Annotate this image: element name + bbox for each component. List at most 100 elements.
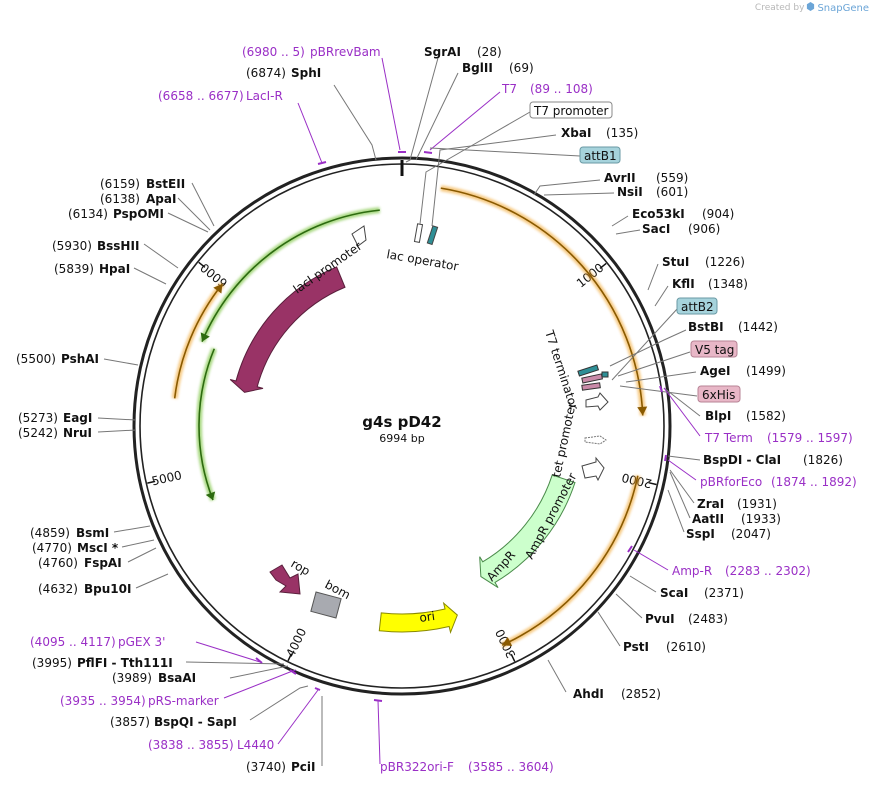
enzyme-pos-saci: (906) (688, 222, 720, 236)
enzyme-pos-bsshii: (5930) (52, 239, 92, 253)
enzyme-pos-blpi: (1582) (746, 409, 786, 423)
tick-mark (287, 653, 293, 662)
enzyme-name-bsaai: BsaAI (158, 671, 196, 685)
enzyme-name-nsii: NsiI (617, 185, 643, 199)
orf-arc (198, 348, 216, 501)
enzyme-pos-pshai: (5500) (16, 352, 56, 366)
plasmid-name: g4s pD42 (362, 413, 441, 431)
laci-arrow (229, 266, 346, 393)
enzyme-name-msci: MscI * (77, 541, 119, 555)
tick-label: 4000 (283, 626, 309, 660)
enzyme-name-pspomi: PspOMI (113, 207, 164, 221)
enzyme-pos-pflfi-tth111i: (3995) (32, 656, 72, 670)
primer-range-l4440: (3838 .. 3855) (148, 738, 234, 752)
enzyme-pos-zrai: (1931) (737, 497, 777, 511)
enzyme-name-bpu10i: Bpu10I (84, 582, 131, 596)
boxed-feature-label-v5-tag: V5 tag (695, 343, 734, 357)
enzyme-name-hpai: HpaI (99, 262, 130, 276)
enzyme-pos-bspqi-sapi: (3857) (110, 715, 150, 729)
enzyme-name-psti: PstI (623, 640, 649, 654)
enzyme-pos-msci: (4770) (32, 541, 72, 555)
primer-name-pbrforeco: pBRforEco (700, 475, 762, 489)
boxed-feature-label-6xhis: 6xHis (702, 388, 735, 402)
enzyme-name-bsshii: BssHII (97, 239, 139, 253)
primer-marks (255, 151, 667, 702)
enzyme-name-sspi: SspI (686, 527, 715, 541)
enzyme-name-bsmi: BsmI (76, 526, 109, 540)
primer-name-pbrrevbam: pBRrevBam (310, 45, 381, 59)
feature-arrows (229, 266, 576, 635)
feature-label-laci: lacI (259, 271, 283, 296)
enzyme-name-sgrai: SgrAI (424, 45, 461, 59)
tick-mark (510, 653, 516, 662)
feature-label-ori: ori (418, 609, 435, 625)
enzyme-pos-bstbi: (1442) (738, 320, 778, 334)
enzyme-pos-sgrai: (28) (477, 45, 502, 59)
enzyme-pos-nsii: (601) (656, 185, 688, 199)
boxed-feature-v5-tag (690, 340, 738, 358)
enzyme-name-stui: StuI (662, 255, 689, 269)
snapgene-logo-icon (806, 2, 815, 14)
bom-block (310, 591, 342, 619)
enzyme-pos-bpu10i: (4632) (38, 582, 78, 596)
tick-mark (198, 261, 206, 268)
enzyme-pos-bspdi-clai: (1826) (803, 453, 843, 467)
enzyme-name-bstbi: BstBI (688, 320, 724, 334)
enzyme-name-blpi: BlpI (705, 409, 731, 423)
enzyme-name-bglii: BglII (462, 61, 493, 75)
enzyme-pos-xbai: (135) (606, 126, 638, 140)
snapgene-credit: Created by SnapGene (755, 2, 869, 14)
enzyme-name-zrai: ZraI (697, 497, 724, 511)
enzyme-name-pcii: PciI (291, 760, 316, 774)
orf-arrowhead (637, 406, 648, 416)
enzyme-pos-agei: (1499) (746, 364, 786, 378)
orf-glow (171, 282, 225, 399)
enzyme-name-pshai: PshAI (61, 352, 99, 366)
orf-arc (173, 283, 223, 399)
credit-prefix: Created by (754, 3, 805, 13)
primer-name-prs-marker: pRS-marker (148, 694, 219, 708)
orf-arrowhead (205, 491, 216, 501)
orf-arc (501, 475, 639, 646)
enzyme-name-xbai: XbaI (561, 126, 591, 140)
primer-range-laci-r: (6658 .. 6677) (158, 89, 244, 103)
primer-name-amp-r: Amp-R (672, 564, 712, 578)
enzyme-name-eco53ki: Eco53kI (632, 207, 685, 221)
tick-label: 5000 (150, 468, 183, 488)
orf-glow (440, 185, 646, 416)
boxed-feature-attb1 (579, 146, 621, 164)
primer-range-pgex-3: (4095 .. 4117) (30, 635, 116, 649)
primer-name-laci-r: LacI-R (246, 89, 283, 103)
boxed-feature-label-attb1: attB1 (584, 149, 617, 163)
enzyme-pos-fspai: (4760) (38, 556, 78, 570)
primer-range-t7-term: (1579 .. 1597) (767, 431, 853, 445)
enzyme-name-fspai: FspAI (84, 556, 122, 570)
primer-name-t7-term: T7 Term (704, 431, 753, 445)
orf-arrowhead (502, 636, 513, 646)
enzyme-pos-psti: (2610) (666, 640, 706, 654)
enzyme-name-saci: SacI (642, 222, 670, 236)
plasmid-length: 6994 bp (379, 432, 424, 445)
enzyme-name-nrui: NruI (63, 426, 92, 440)
enzyme-pos-bglii: (69) (509, 61, 534, 75)
ampr-promoter-mark (581, 456, 605, 482)
enzyme-name-eagi: EagI (63, 411, 92, 425)
ori-arrow (378, 601, 458, 635)
tick-marks: 100020003000400050006000 (147, 260, 657, 662)
enzyme-pos-kfli: (1348) (708, 277, 748, 291)
enzyme-pos-bsmi: (4859) (30, 526, 70, 540)
enzyme-name-bspdi-clai: BspDI - ClaI (703, 453, 781, 467)
primer-name-l4440: L4440 (237, 738, 274, 752)
enzyme-pos-stui: (1226) (705, 255, 745, 269)
enzyme-pos-eco53ki: (904) (702, 207, 734, 221)
enzyme-pos-nrui: (5242) (18, 426, 58, 440)
boxed-feature-label-t7-promoter: T7 promoter (533, 104, 609, 118)
enzyme-pos-hpai: (5839) (54, 262, 94, 276)
boxed-feature-attb2 (676, 297, 718, 315)
lac-operator-marks (413, 223, 439, 246)
feature-label-lac-operator: lac operator (385, 247, 459, 273)
feature-label-rop: rop (289, 556, 313, 578)
tick-mark (599, 262, 607, 269)
enzyme-name-pflfi-tth111i: PflFI - Tth111I (77, 656, 173, 670)
